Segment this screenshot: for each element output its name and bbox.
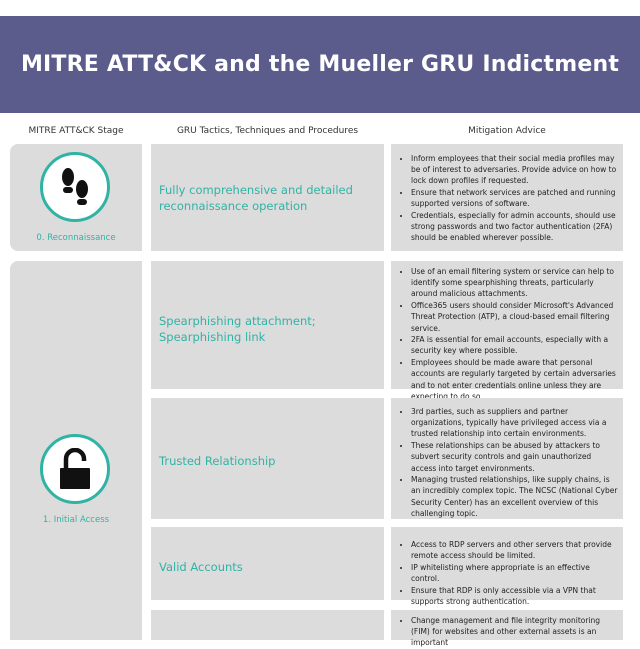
ttp-cell-spearphishing [151, 261, 384, 389]
list-item: Ensure that RDP is only accessible via a… [411, 585, 618, 607]
mitigation-cell [391, 398, 623, 519]
list-item: Ensure that network services are patched… [411, 187, 618, 209]
ttp-text: Fully comprehensive and detailed reconna… [159, 182, 353, 213]
mitigation-cell [391, 610, 623, 640]
ttp-text: Trusted Relationship [159, 453, 276, 468]
list-item: Employees should be made aware that pers… [411, 357, 618, 402]
mitigation-list: Inform employees that their social media… [398, 153, 618, 244]
list-item: Access to RDP servers and other servers … [411, 539, 618, 561]
ttp-cell-valid-accounts [151, 527, 384, 600]
ttp-text: Valid Accounts [159, 560, 243, 574]
mitigation-cell [391, 261, 623, 389]
unlocked-padlock-icon [40, 434, 110, 504]
mitigation-cell [391, 527, 623, 600]
list-item: 3rd parties, such as suppliers and partn… [411, 406, 618, 440]
header-mitigation: Mitigation Advice [468, 126, 546, 136]
mitigation-list: 3rd parties, such as suppliers and partn… [398, 406, 618, 520]
list-item: Change management and file integrity mon… [411, 615, 618, 649]
list-item: Office365 users should consider Microsof… [411, 300, 618, 334]
list-item: IP whitelisting where appropriate is an … [411, 562, 618, 584]
mitigation-list: Use of an email filtering system or serv… [398, 266, 618, 402]
header-ttp: GRU Tactics, Techniques and Procedures [176, 126, 359, 136]
stage-label-reconnaissance: 0. Reconnaissance [36, 233, 116, 243]
title-banner: MITRE ATT&CK and the Mueller GRU Indictm… [0, 16, 640, 113]
list-item: Credentials, especially for admin accoun… [411, 210, 618, 244]
mitigation-list: Access to RDP servers and other servers … [398, 539, 618, 608]
ttp-cell-trusted-relationship [151, 398, 384, 519]
list-item: Inform employees that their social media… [411, 153, 618, 187]
header-stage: MITRE ATT&CK Stage [28, 126, 124, 136]
ttp-cell-reconnaissance [151, 144, 384, 251]
ttp-text: Spearphishing attachment; Spearphishing … [159, 314, 316, 344]
mitigation-cell [391, 144, 623, 251]
ttp-cell-partial [151, 610, 384, 640]
footprints-icon [40, 152, 110, 222]
page-title: MITRE ATT&CK and the Mueller GRU Indictm… [20, 52, 620, 77]
list-item: Managing trusted relationships, like sup… [411, 474, 618, 519]
top-strip [0, 0, 640, 16]
list-item: 2FA is essential for email accounts, esp… [411, 334, 618, 356]
list-item: Use of an email filtering system or serv… [411, 266, 618, 300]
list-item: These relationships can be abused by att… [411, 440, 618, 474]
mitigation-list: Change management and file integrity mon… [398, 615, 618, 649]
stage-label-initial-access: 1. Initial Access [42, 515, 110, 525]
